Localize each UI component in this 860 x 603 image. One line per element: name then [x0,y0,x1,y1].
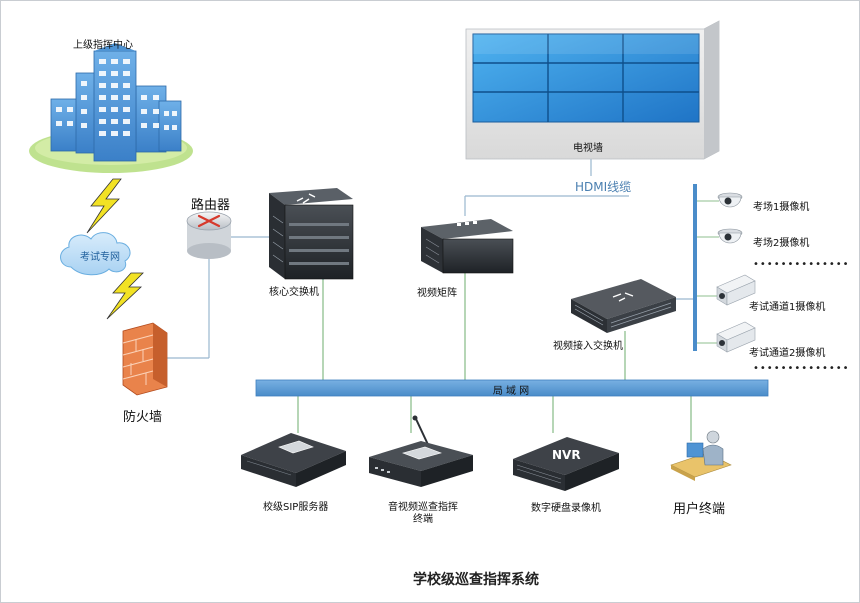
camera-label: 考场1摄像机 [753,202,810,213]
exam-network-cloud-icon [60,232,131,276]
dome-camera-icon [717,192,743,208]
av-terminal-label-line2: 终端 [413,514,433,525]
camera-bus-line [693,184,697,351]
firewall-label: 防火墙 [123,410,163,425]
nvr-icon [513,437,619,491]
more-cameras-dots: •••••••••••••• •••••••••••••• [753,259,850,374]
camera-label: 考试通道2摄像机 [749,348,826,359]
sip-server-label: 校级SIP服务器 [263,502,329,513]
video-access-switch-icon [571,279,676,333]
av-terminal-icon [369,415,473,487]
upper-center-label: 上级指挥中心 [73,40,133,51]
nvr-badge-text: NVR [552,448,581,462]
svg-text:••••••••••••••: •••••••••••••• [753,259,850,270]
video-matrix-icon [421,219,514,274]
core-switch-label: 核心交换机 [269,287,319,298]
box-camera-icon [716,321,756,353]
video-matrix-label: 视频矩阵 [417,288,457,299]
box-camera-icon [716,274,756,306]
core-switch-icon [269,188,354,280]
lan-bar [255,379,769,397]
camera-label: 考试通道1摄像机 [749,302,826,313]
router-label: 路由器 [191,198,231,213]
connection-lines [297,271,692,441]
av-terminal-label-line1: 音视频巡查指挥 [388,502,458,513]
svg-text:••••••••••••••: •••••••••••••• [753,363,850,374]
user-terminal-icon [670,430,732,481]
hdmi-cable-label: HDMI线缆 [573,178,634,195]
router-icon [186,211,232,259]
video-wall-label: 电视墙 [573,143,603,154]
video-access-switch-label: 视频接入交换机 [553,341,623,352]
video-wall-icon [465,20,720,160]
dome-camera-icon [717,228,743,244]
lan-label: 局 域 网 [492,386,530,397]
nvr-label: 数字硬盘录像机 [531,503,601,514]
user-terminal-label: 用户终端 [673,502,726,517]
camera-label: 考场2摄像机 [753,238,810,249]
exam-network-label: 考试专网 [80,252,120,263]
sip-server-icon [241,433,346,487]
camera-links [697,200,719,344]
diagram-title: 学校级巡查指挥系统 [413,572,539,588]
upper-center-building-icon [29,43,193,173]
firewall-icon [122,322,168,396]
lightning-icon [86,178,144,320]
router-links [163,159,696,359]
